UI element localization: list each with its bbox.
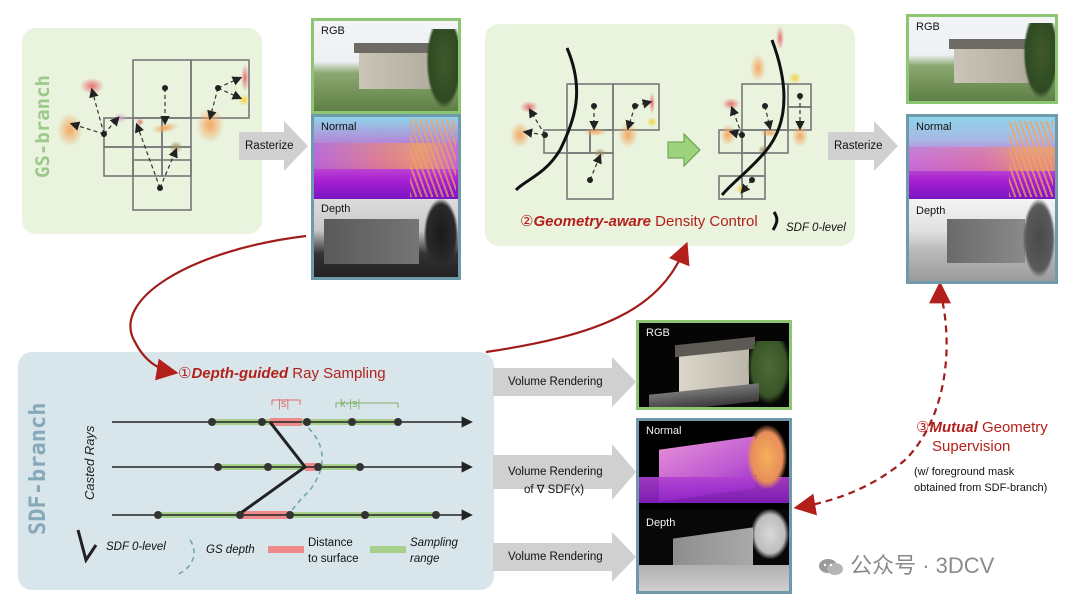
legend-distance-label-1: Distance xyxy=(308,537,353,549)
sampling-to-density-arrow xyxy=(485,241,690,354)
step3-bold: Mutual xyxy=(929,419,978,436)
step2-num: ② xyxy=(520,213,534,230)
step1-title: ①Depth-guided Ray Sampling xyxy=(178,364,386,382)
sdf-zero-curve-before xyxy=(514,47,579,192)
legend-sampling-label-1: Sampling xyxy=(410,537,458,549)
gs-gaussians xyxy=(57,64,250,153)
normal-depth-render-sdf: Normal Depth xyxy=(636,418,792,594)
legend-sdf-label: SDF 0-level xyxy=(106,541,166,553)
ray-sampling-figure xyxy=(112,399,473,521)
vr-label-depth: Volume Rendering xyxy=(508,551,603,563)
step3-num: ③ xyxy=(916,419,930,436)
gs-anchor-links xyxy=(69,76,243,189)
normal-map-2 xyxy=(909,117,1055,199)
depth-label-2: Depth xyxy=(916,205,946,217)
rgb-label-2: RGB xyxy=(916,21,940,33)
mutual-supervision-arrow xyxy=(793,289,948,516)
step3-title-line2: Supervision xyxy=(932,438,1011,455)
legend-distance-mark xyxy=(268,546,304,553)
depth-map-2 xyxy=(909,199,1055,281)
legend-gs-depth-label: GS depth xyxy=(206,544,255,556)
depth-map-1 xyxy=(314,199,458,277)
normal-label-1: Normal xyxy=(321,121,357,133)
step3-note-line2: obtained from SDF-branch) xyxy=(914,482,1048,494)
sdf-branch-panel xyxy=(18,352,494,590)
watermark-text: 公众号 · 3DCV xyxy=(850,553,995,578)
step1-rest: Ray Sampling xyxy=(288,365,386,382)
vr-label-normal-2: of ∇ SDF(x) xyxy=(524,484,585,496)
step3-rest: Geometry xyxy=(977,419,1048,436)
density-grid-before xyxy=(543,83,660,200)
normal-label-sdf: Normal xyxy=(646,425,682,437)
legend-sampling-mark xyxy=(370,546,406,553)
normal-depth-render-1: Normal Depth xyxy=(311,114,461,280)
step2-bold: Geometry-aware xyxy=(533,213,652,230)
gs-octree-grid xyxy=(103,59,250,211)
normal-map-1 xyxy=(314,117,458,199)
vr-arrow-depth xyxy=(493,532,636,582)
sdf-zero-curve-after xyxy=(720,39,786,196)
rgb-render-sdf: RGB xyxy=(636,320,792,410)
vr-arrow-normal xyxy=(493,444,636,500)
normal-map-sdf xyxy=(639,421,789,506)
step2-title: ②Geometry-aware Density Control xyxy=(520,212,758,230)
rasterize-arrow-1 xyxy=(239,121,308,171)
vr-arrow-rgb xyxy=(493,357,636,407)
rasterize-arrow-2 xyxy=(828,121,898,171)
rasterize-label-2: Rasterize xyxy=(834,140,883,152)
normal-label-2: Normal xyxy=(916,121,952,133)
wechat-icon xyxy=(818,557,844,577)
annotation-s: |s| xyxy=(278,398,290,410)
density-transition-arrow xyxy=(667,132,701,168)
step1-bold: Depth-guided xyxy=(191,365,289,382)
vr-label-normal-1: Volume Rendering xyxy=(508,466,603,478)
legend-sdf-mark xyxy=(76,529,98,564)
depth-label-1: Depth xyxy=(321,203,351,215)
depth-to-sampling-arrow xyxy=(129,234,307,381)
rgb-render-2: RGB xyxy=(906,14,1058,104)
legend-distance-label-2: to surface xyxy=(308,553,359,565)
annotation-ks: k·|s| xyxy=(340,398,361,410)
watermark: 公众号 · 3DCV xyxy=(818,548,994,580)
step3-title-line1: ③Mutual Geometry xyxy=(916,418,1048,436)
step3-note-line1: (w/ foreground mask xyxy=(914,466,1015,478)
gs-anchor-points xyxy=(101,85,221,191)
sdf-zero-level-label: SDF 0-level xyxy=(786,222,846,234)
rgb-label-1: RGB xyxy=(321,25,345,37)
sdf-zero-legend-mark xyxy=(771,211,779,231)
rasterize-label-1: Rasterize xyxy=(245,140,294,152)
depth-label-sdf: Depth xyxy=(646,517,676,529)
depth-map-sdf xyxy=(639,509,789,591)
legend-gs-depth-mark xyxy=(175,539,195,576)
step1-num: ① xyxy=(178,365,192,382)
rgb-render-1: RGB xyxy=(311,18,461,114)
rgb-label-sdf: RGB xyxy=(646,327,670,339)
step2-rest: Density Control xyxy=(651,213,758,230)
legend-sampling-label-2: range xyxy=(410,553,440,565)
vr-label-rgb: Volume Rendering xyxy=(508,376,603,388)
normal-depth-render-2: Normal Depth xyxy=(906,114,1058,284)
